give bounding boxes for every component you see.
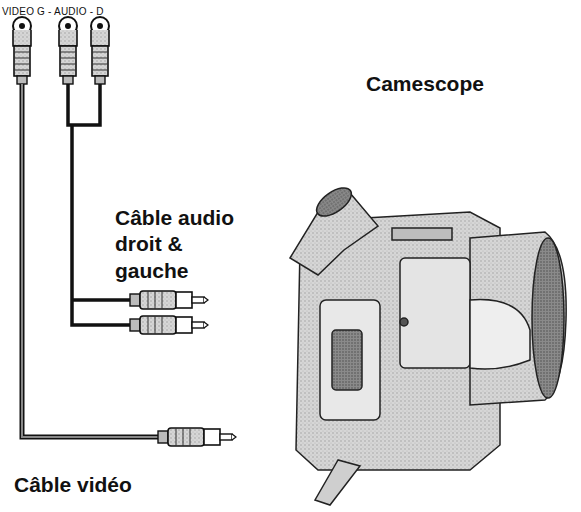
- cable-label: Câble vidéo: [14, 472, 184, 498]
- cable-label: Câble audio droit & gauche: [115, 205, 250, 284]
- camcorder-drawing: [290, 182, 566, 505]
- device-label: Camescope: [366, 71, 516, 97]
- connector-label: VIDEO G - AUDIO - D: [2, 6, 152, 19]
